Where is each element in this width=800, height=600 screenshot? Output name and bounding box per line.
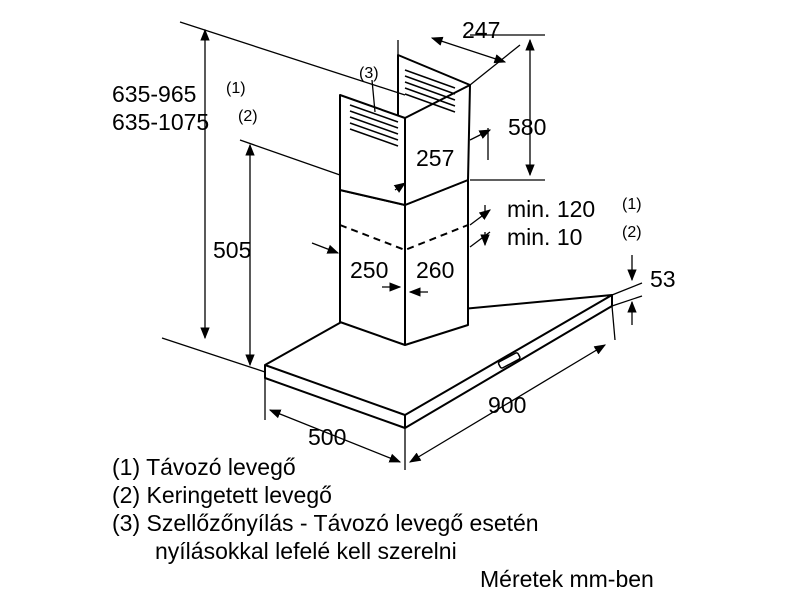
upper-chimney-depth-label: 257: [416, 145, 454, 171]
lower-chimney-depth-label: 260: [416, 257, 454, 283]
hood-depth-label: 500: [308, 424, 346, 450]
units-note: Méretek mm-ben: [480, 566, 654, 592]
vent-slots: [349, 69, 456, 147]
chimney-height-label: 505: [213, 237, 251, 263]
note-1-marker: (1): [226, 80, 246, 97]
legend-line-3: (3) Szellőzőnyílás - Távozó levegő eseté…: [112, 510, 539, 536]
lower-chimney-width-label: 250: [350, 257, 388, 283]
legend-line-1: (1) Távozó levegő: [112, 454, 296, 480]
clearance-exhaust-label: min. 120: [507, 196, 595, 222]
overlap-dashed-line: [339, 224, 469, 252]
dimension-lines: [161, 21, 643, 470]
clearance-note-1: (1): [622, 196, 642, 213]
note-3-marker: (3): [359, 65, 379, 82]
legend-line-2: (2) Keringetett levegő: [112, 482, 332, 508]
upper-chimney-height-label: 580: [508, 114, 546, 140]
total-height-exhaust-label: 635-965: [112, 81, 196, 107]
chimney-width-label: 247: [462, 17, 500, 43]
clearance-note-2: (2): [622, 224, 642, 241]
hood-width-label: 900: [488, 392, 526, 418]
canopy-thickness-label: 53: [650, 266, 676, 292]
legend-line-4: nyílásokkal lefelé kell szerelni: [155, 538, 457, 564]
note-2-marker: (2): [238, 108, 258, 125]
clearance-recirc-label: min. 10: [507, 224, 582, 250]
total-height-recirc-label: 635-1075: [112, 109, 209, 135]
